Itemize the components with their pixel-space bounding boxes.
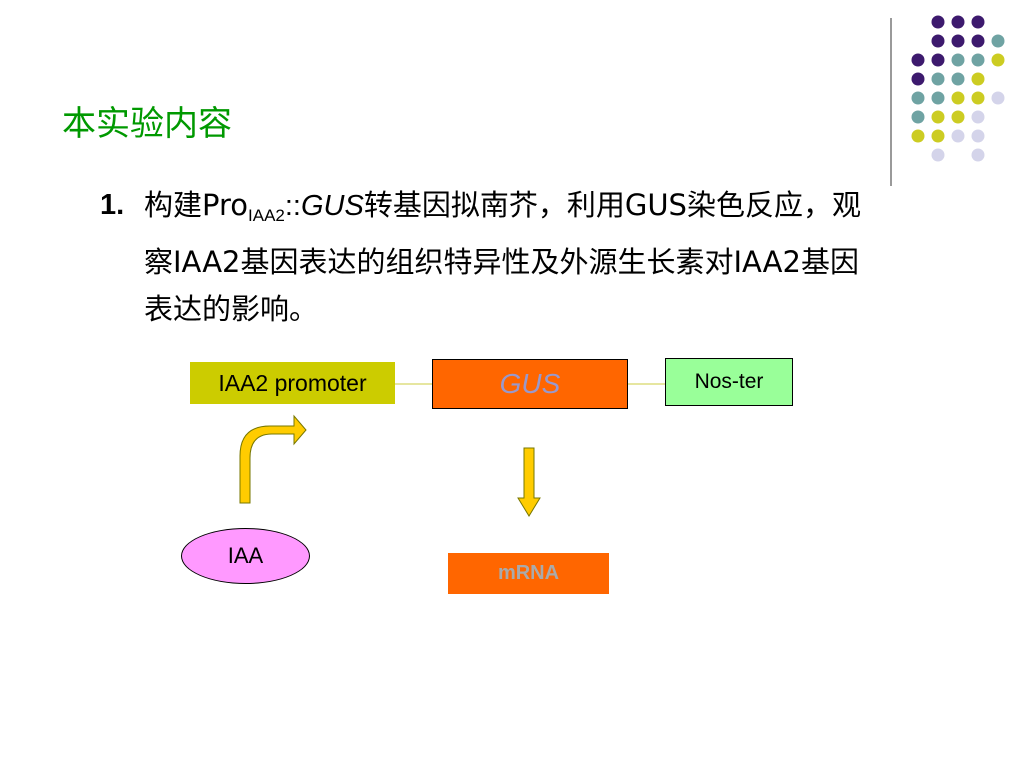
terminator-box: Nos-ter <box>665 358 793 406</box>
slide-title: 本实验内容 <box>62 104 232 144</box>
iaa-ellipse: IAA <box>181 528 310 584</box>
decorative-dot <box>991 34 1005 48</box>
gus-box: GUS <box>432 359 628 409</box>
decorative-dot <box>951 15 965 29</box>
decorative-dot <box>931 34 945 48</box>
decorative-dot <box>971 53 985 67</box>
decorative-dot <box>951 72 965 86</box>
decorative-dot <box>931 53 945 67</box>
decorative-dot <box>971 72 985 86</box>
decorative-dot <box>991 53 1005 67</box>
decorative-dot-grid <box>911 15 1005 162</box>
text-part1: 构建Pro <box>144 188 249 222</box>
decorative-dot <box>951 91 965 105</box>
promoter-box: IAA2 promoter <box>190 362 395 404</box>
decorative-dot <box>911 110 925 124</box>
down-arrow-icon <box>517 447 541 517</box>
decorative-dot <box>971 129 985 143</box>
list-item-number: 1. <box>100 189 125 221</box>
decorative-dot <box>931 15 945 29</box>
bent-arrow-icon <box>239 414 307 504</box>
decorative-dot <box>911 91 925 105</box>
text-part3: 转基因拟南芥，利用GUS染色反应，观察IAA2基因表达的组织特异性及外源生长素对… <box>144 188 861 326</box>
decorative-dot <box>971 148 985 162</box>
vertical-divider <box>890 18 892 186</box>
decorative-dot <box>991 91 1005 105</box>
decorative-dot <box>911 129 925 143</box>
decorative-dot <box>971 15 985 29</box>
decorative-dot <box>931 148 945 162</box>
decorative-dot <box>911 53 925 67</box>
decorative-dot <box>951 34 965 48</box>
promoter-subscript: IAA2 <box>248 206 285 225</box>
decorative-dot <box>971 34 985 48</box>
italic-gene-name: GUS <box>301 190 364 222</box>
decorative-dot <box>951 110 965 124</box>
decorative-dot <box>951 129 965 143</box>
decorative-dot <box>931 91 945 105</box>
decorative-dot <box>931 129 945 143</box>
decorative-dot <box>931 110 945 124</box>
list-item-text: 构建ProIAA2::GUS转基因拟南芥，利用GUS染色反应，观察IAA2基因表… <box>144 182 884 333</box>
text-part2: :: <box>284 190 301 222</box>
decorative-dot <box>971 91 985 105</box>
list-item: 1. 构建ProIAA2::GUS转基因拟南芥，利用GUS染色反应，观察IAA2… <box>100 182 900 333</box>
mrna-box: mRNA <box>448 553 609 594</box>
decorative-dot <box>931 72 945 86</box>
decorative-dot <box>951 53 965 67</box>
decorative-dot <box>971 110 985 124</box>
decorative-dot <box>911 72 925 86</box>
